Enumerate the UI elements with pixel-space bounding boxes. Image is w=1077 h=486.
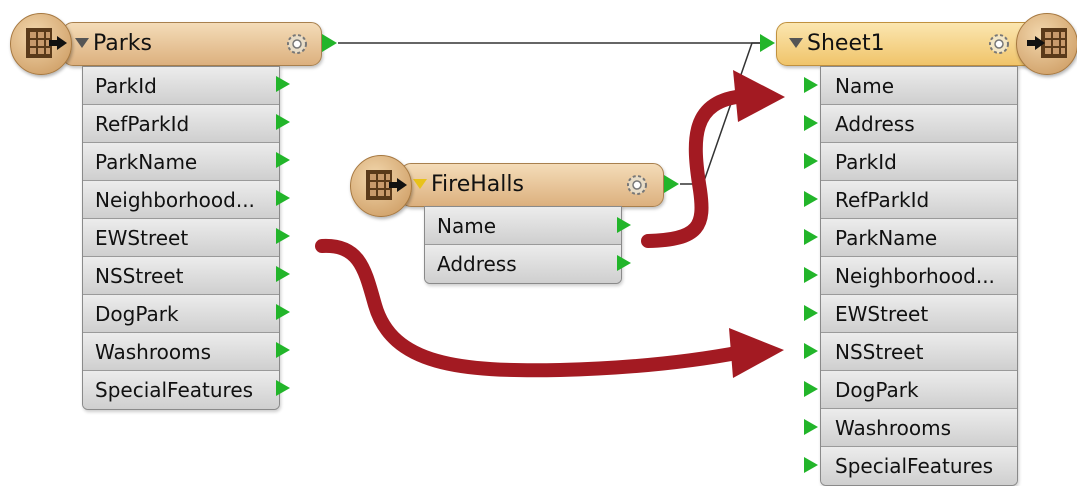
writer-sheet1-input-port[interactable] [760,34,775,52]
gear-icon[interactable] [985,30,1013,58]
gear-icon[interactable] [283,30,311,58]
attribute-output-port[interactable] [276,190,290,206]
attribute-row[interactable]: Address [425,245,621,283]
attribute-row[interactable]: Neighborhood... [821,257,1017,295]
collapse-triangle-icon[interactable] [75,38,89,48]
attribute-input-port[interactable] [804,267,818,283]
attribute-row[interactable]: EWStreet [821,295,1017,333]
table-writer-icon [1016,13,1077,75]
attribute-row[interactable]: Washrooms [821,409,1017,447]
attribute-input-port[interactable] [804,305,818,321]
attribute-output-port[interactable] [617,217,631,233]
attribute-input-port[interactable] [804,381,818,397]
gear-icon[interactable] [623,171,651,199]
attribute-input-port[interactable] [804,191,818,207]
writer-sheet1-title: Sheet1 [807,31,885,56]
attribute-output-port[interactable] [276,76,290,92]
reader-firehalls-title: FireHalls [431,172,524,197]
collapse-triangle-icon[interactable] [789,38,803,48]
annotation-arrowhead-firehalls [733,70,785,122]
attribute-input-port[interactable] [804,457,818,473]
attribute-row[interactable]: ParkId [83,67,279,105]
attribute-input-port[interactable] [804,115,818,131]
reader-parks-header[interactable]: Parks [62,22,322,66]
attribute-row[interactable]: NSStreet [83,257,279,295]
attribute-input-port[interactable] [804,343,818,359]
attribute-input-port[interactable] [804,419,818,435]
attribute-row[interactable]: RefParkId [821,181,1017,219]
reader-parks-title: Parks [93,31,153,56]
reader-firehalls-header[interactable]: FireHalls [400,163,664,207]
attribute-row[interactable]: Washrooms [83,333,279,371]
attribute-output-port[interactable] [276,304,290,320]
attribute-output-port[interactable] [276,228,290,244]
attribute-row[interactable]: ParkName [821,219,1017,257]
table-reader-icon [350,155,412,217]
attribute-row[interactable]: SpecialFeatures [821,447,1017,485]
attribute-output-port[interactable] [276,114,290,130]
attribute-output-port[interactable] [276,380,290,396]
attribute-output-port[interactable] [617,255,631,271]
reader-parks-attributes: ParkId RefParkId ParkName Neighborhood..… [82,66,280,410]
attribute-row[interactable]: DogPark [821,371,1017,409]
annotation-arrowhead-parks [729,328,784,378]
reader-firehalls-attributes: Name Address [424,206,622,284]
writer-sheet1-attributes: Name Address ParkId RefParkId ParkName N… [820,66,1018,486]
attribute-row[interactable]: RefParkId [83,105,279,143]
attribute-row[interactable]: Name [425,207,621,245]
attribute-output-port[interactable] [276,152,290,168]
attribute-input-port[interactable] [804,153,818,169]
attribute-row[interactable]: EWStreet [83,219,279,257]
connection-firehalls-to-sheet1[interactable] [680,42,765,185]
attribute-input-port[interactable] [804,229,818,245]
writer-sheet1-header[interactable]: Sheet1 [776,22,1048,66]
attribute-row[interactable]: ParkName [83,143,279,181]
attribute-output-port[interactable] [276,266,290,282]
attribute-row[interactable]: SpecialFeatures [83,371,279,409]
attribute-output-port[interactable] [276,342,290,358]
attribute-row[interactable]: Neighborhood... [83,181,279,219]
attribute-row[interactable]: ParkId [821,143,1017,181]
attribute-row[interactable]: DogPark [83,295,279,333]
reader-firehalls-output-port[interactable] [664,175,679,193]
table-reader-icon [10,13,72,75]
attribute-row[interactable]: Name [821,67,1017,105]
attribute-row[interactable]: NSStreet [821,333,1017,371]
reader-parks-output-port[interactable] [322,34,337,52]
attribute-input-port[interactable] [804,77,818,93]
collapse-triangle-icon[interactable] [413,179,427,189]
attribute-row[interactable]: Address [821,105,1017,143]
